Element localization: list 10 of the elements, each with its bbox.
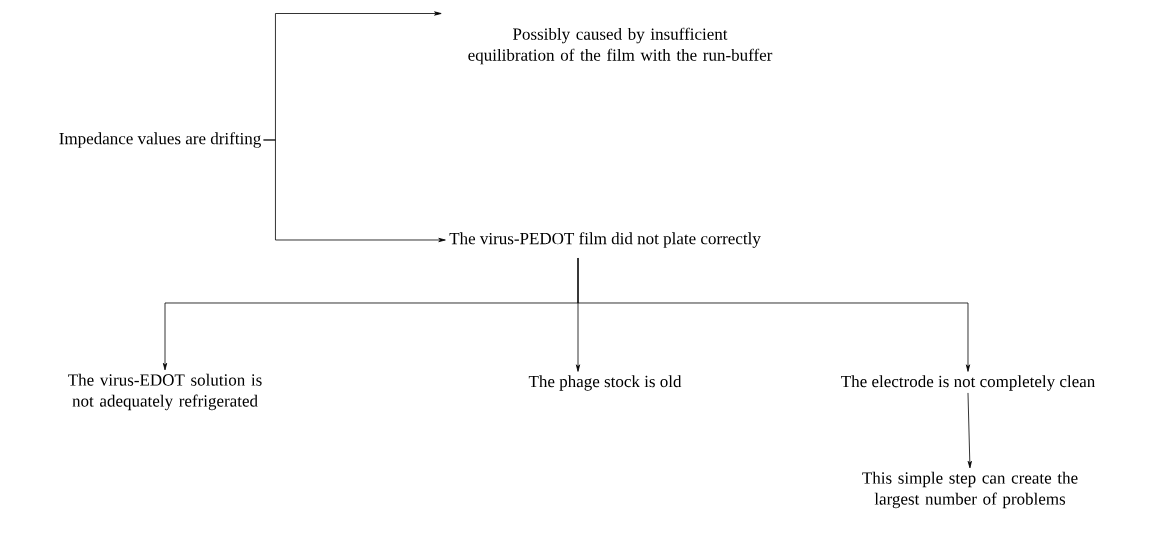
step-text: The virus-EDOT solution is not adequately refrigerated xyxy=(68,373,262,411)
step-text: This simple step can create the largest number of problems xyxy=(862,471,1078,509)
step-text: Impedance values are drifting xyxy=(59,132,261,148)
arrow xyxy=(263,139,446,243)
arrow xyxy=(577,257,971,372)
step-text: The electrode is not completely clean xyxy=(841,375,1095,391)
step-text: Possibly caused by insufficient equilibration of the film with the run-buffer xyxy=(468,27,773,65)
arrow xyxy=(967,392,972,469)
step-text: The phage stock is old xyxy=(528,375,682,391)
step-text: The virus-PEDOT film did not plate correctly xyxy=(449,232,761,248)
